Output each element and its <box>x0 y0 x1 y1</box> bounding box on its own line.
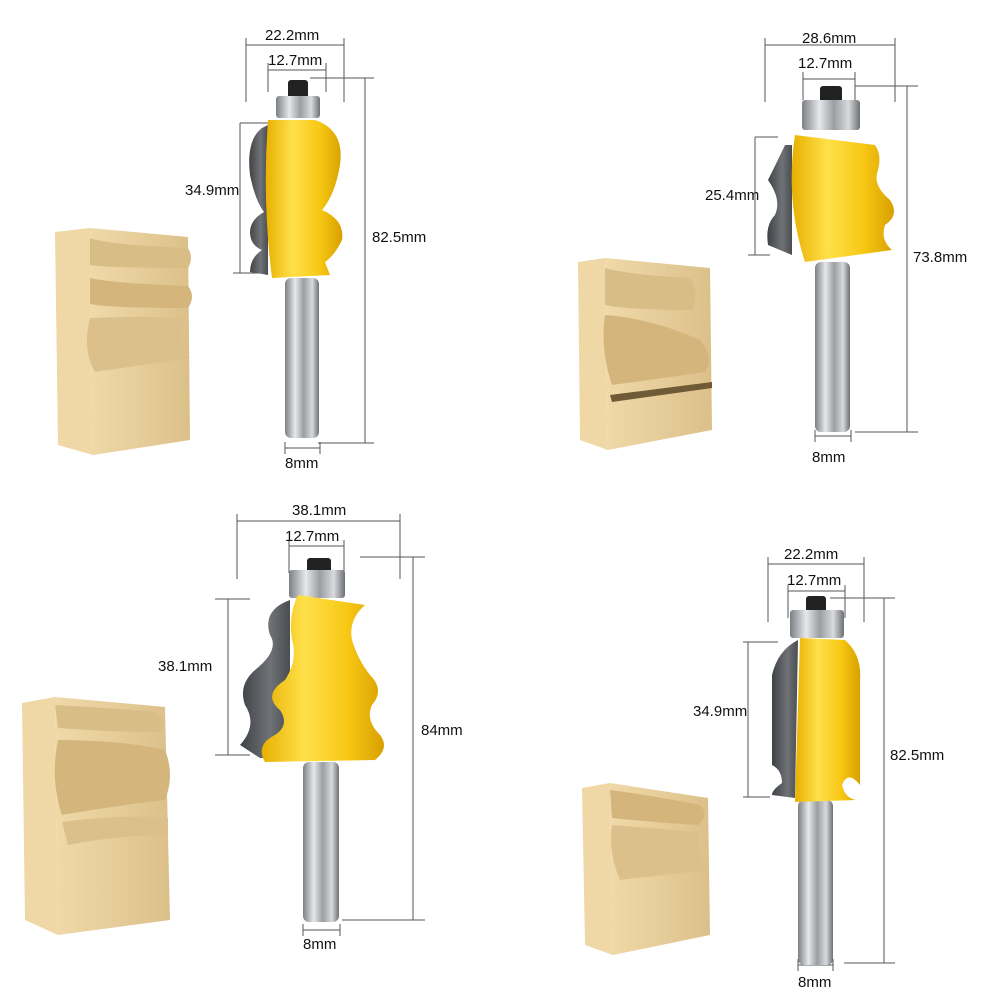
router-bit <box>240 558 384 922</box>
cut-height-label: 38.1mm <box>158 658 213 675</box>
panel-top-left: 22.2mm 12.7mm 34.9mm 82.5mm 8mm <box>0 0 500 500</box>
cut-diameter-label: 22.2mm <box>265 27 320 44</box>
panel-bottom-left: 38.1mm 12.7mm 38.1mm 84mm 8mm <box>0 500 500 1000</box>
router-bit <box>249 80 343 438</box>
shank-diameter-label: 8mm <box>798 974 832 991</box>
dimension-lines <box>748 38 918 442</box>
router-bit <box>767 86 894 432</box>
wood-molding-sample <box>578 258 712 450</box>
dimension-lines <box>233 38 374 454</box>
overall-length-label: 73.8mm <box>913 249 968 266</box>
wood-molding-sample <box>55 228 192 455</box>
dimension-lines <box>215 514 425 936</box>
overall-length-label: 82.5mm <box>372 229 427 246</box>
cut-diameter-label: 28.6mm <box>802 30 857 47</box>
router-bit <box>772 596 861 965</box>
shank-diameter-label: 8mm <box>812 449 846 466</box>
overall-length-label: 82.5mm <box>890 747 945 764</box>
wood-molding-sample <box>582 783 710 955</box>
shank-diameter-label: 8mm <box>303 936 337 953</box>
wood-molding-sample <box>22 697 170 935</box>
router-bit-illustration <box>582 557 895 971</box>
bearing-diameter-label: 12.7mm <box>268 52 323 69</box>
bearing-diameter-label: 12.7mm <box>787 572 842 589</box>
cut-diameter-label: 22.2mm <box>784 546 839 563</box>
bearing-diameter-label: 12.7mm <box>798 55 853 72</box>
router-bit-illustration <box>578 38 918 450</box>
panel-bottom-right: 22.2mm 12.7mm 34.9mm 82.5mm 8mm <box>500 500 1000 1000</box>
panel-top-right: 28.6mm 12.7mm 25.4mm 73.8mm 8mm <box>500 0 1000 500</box>
shank-diameter-label: 8mm <box>285 455 319 472</box>
overall-length-label: 84mm <box>421 722 463 739</box>
router-bit-illustration <box>22 514 425 936</box>
cut-height-label: 34.9mm <box>693 703 748 720</box>
cut-diameter-label: 38.1mm <box>292 502 347 519</box>
dimension-lines <box>743 557 895 971</box>
bearing-diameter-label: 12.7mm <box>285 528 340 545</box>
cut-height-label: 25.4mm <box>705 187 760 204</box>
router-bit-illustration <box>55 38 374 455</box>
cut-height-label: 34.9mm <box>185 182 240 199</box>
